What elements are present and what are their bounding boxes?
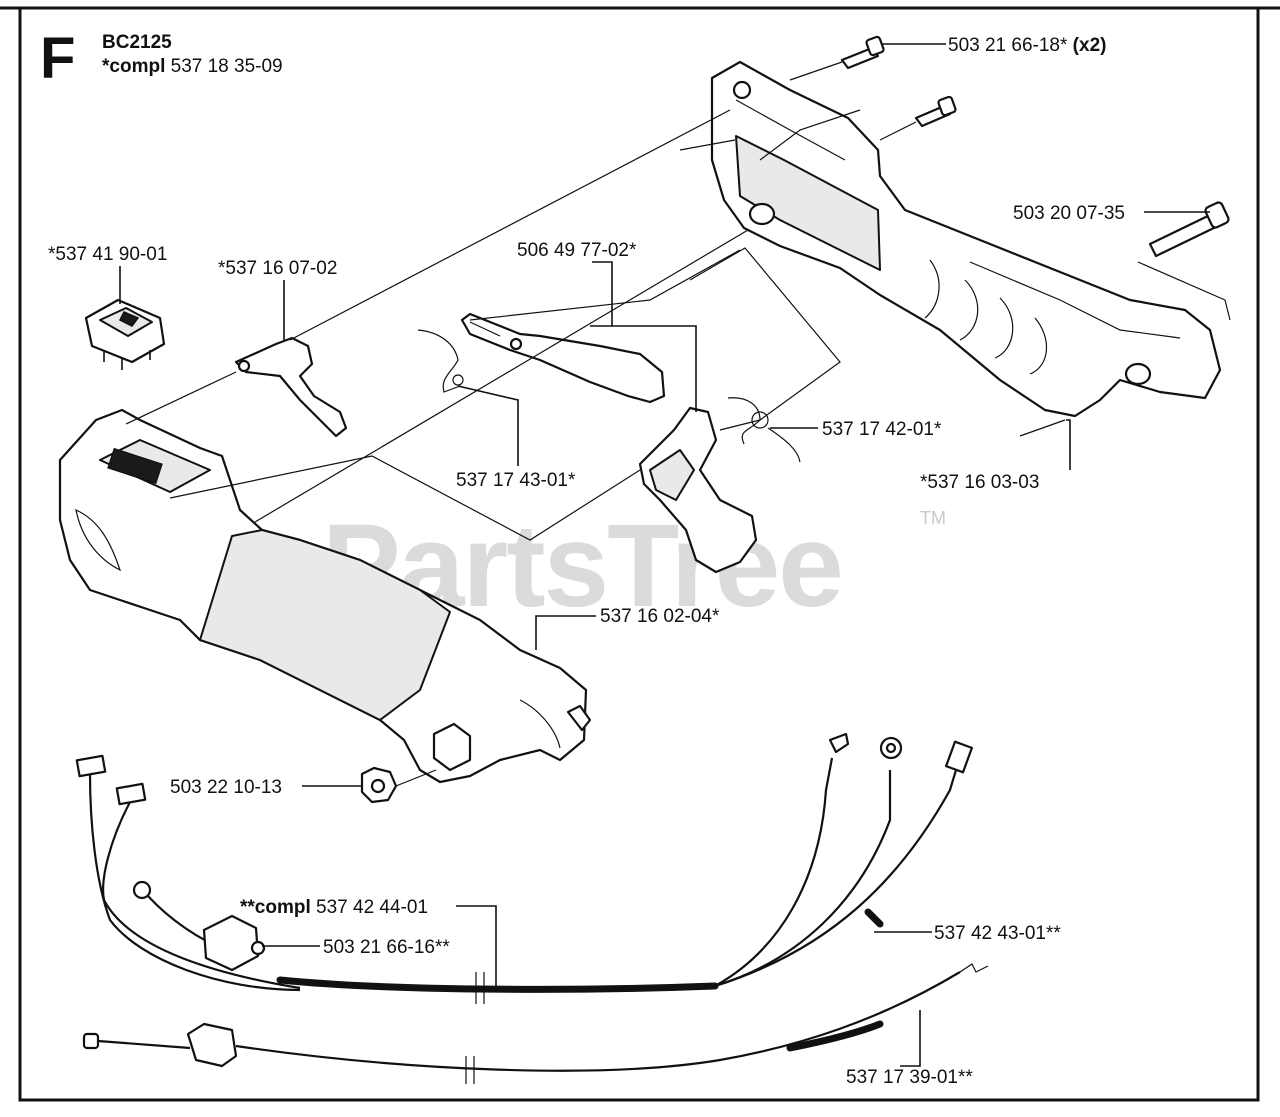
label-cable-set-prefix: **compl (240, 897, 311, 918)
wire-harness-part (75, 732, 974, 1004)
leader-lines (119, 43, 1210, 1067)
label-nut: 503 22 10-13 (170, 777, 282, 798)
nut-part (360, 766, 437, 804)
section-letter: F (40, 26, 75, 91)
throttle-cable-part (82, 963, 989, 1084)
label-bolt-top: 503 21 66-18* (x2) (948, 35, 1106, 56)
lever-small-part (234, 336, 348, 438)
label-throttle-cable: 537 17 39-01** (846, 1067, 973, 1088)
model-label: BC2125 (102, 32, 172, 53)
trigger-part (638, 406, 761, 574)
spring-left-part (417, 329, 464, 393)
bolt-top-part (789, 35, 957, 141)
watermark-tm: TM (920, 508, 946, 528)
compl-prefix: *compl (102, 56, 165, 77)
compl-number: 537 18 35-09 (171, 56, 283, 77)
handle-cover-part (679, 60, 1222, 418)
label-wire-set: 537 42 43-01** (934, 923, 1061, 944)
label-cable-set-number: 537 42 44-01 (316, 897, 428, 918)
throttle-lever-part (460, 312, 666, 404)
switch-part (84, 298, 166, 370)
label-handle: 537 16 02-04* (600, 606, 720, 627)
label-lever-small: *537 16 07-02 (218, 258, 337, 279)
bolt-long-part (1137, 201, 1231, 321)
label-spring-left: 537 17 43-01* (456, 470, 576, 491)
label-spring-right: 537 17 42-01* (822, 419, 942, 440)
handle-part (58, 408, 592, 784)
label-bolt-top-qty: (x2) (1073, 35, 1107, 56)
compl-label: *compl 537 18 35-09 (102, 56, 283, 77)
label-throttle-lever: 506 49 77-02* (517, 240, 637, 261)
assembly-lines (125, 109, 1066, 541)
label-bolt-long: 503 20 07-35 (1013, 203, 1125, 224)
label-switch: *537 41 90-01 (48, 244, 167, 265)
label-cable-set: **compl 537 42 44-01 (240, 897, 428, 918)
label-handle-cover: *537 16 03-03 (920, 472, 1039, 493)
label-cable-screw: 503 21 66-16** (323, 937, 450, 958)
